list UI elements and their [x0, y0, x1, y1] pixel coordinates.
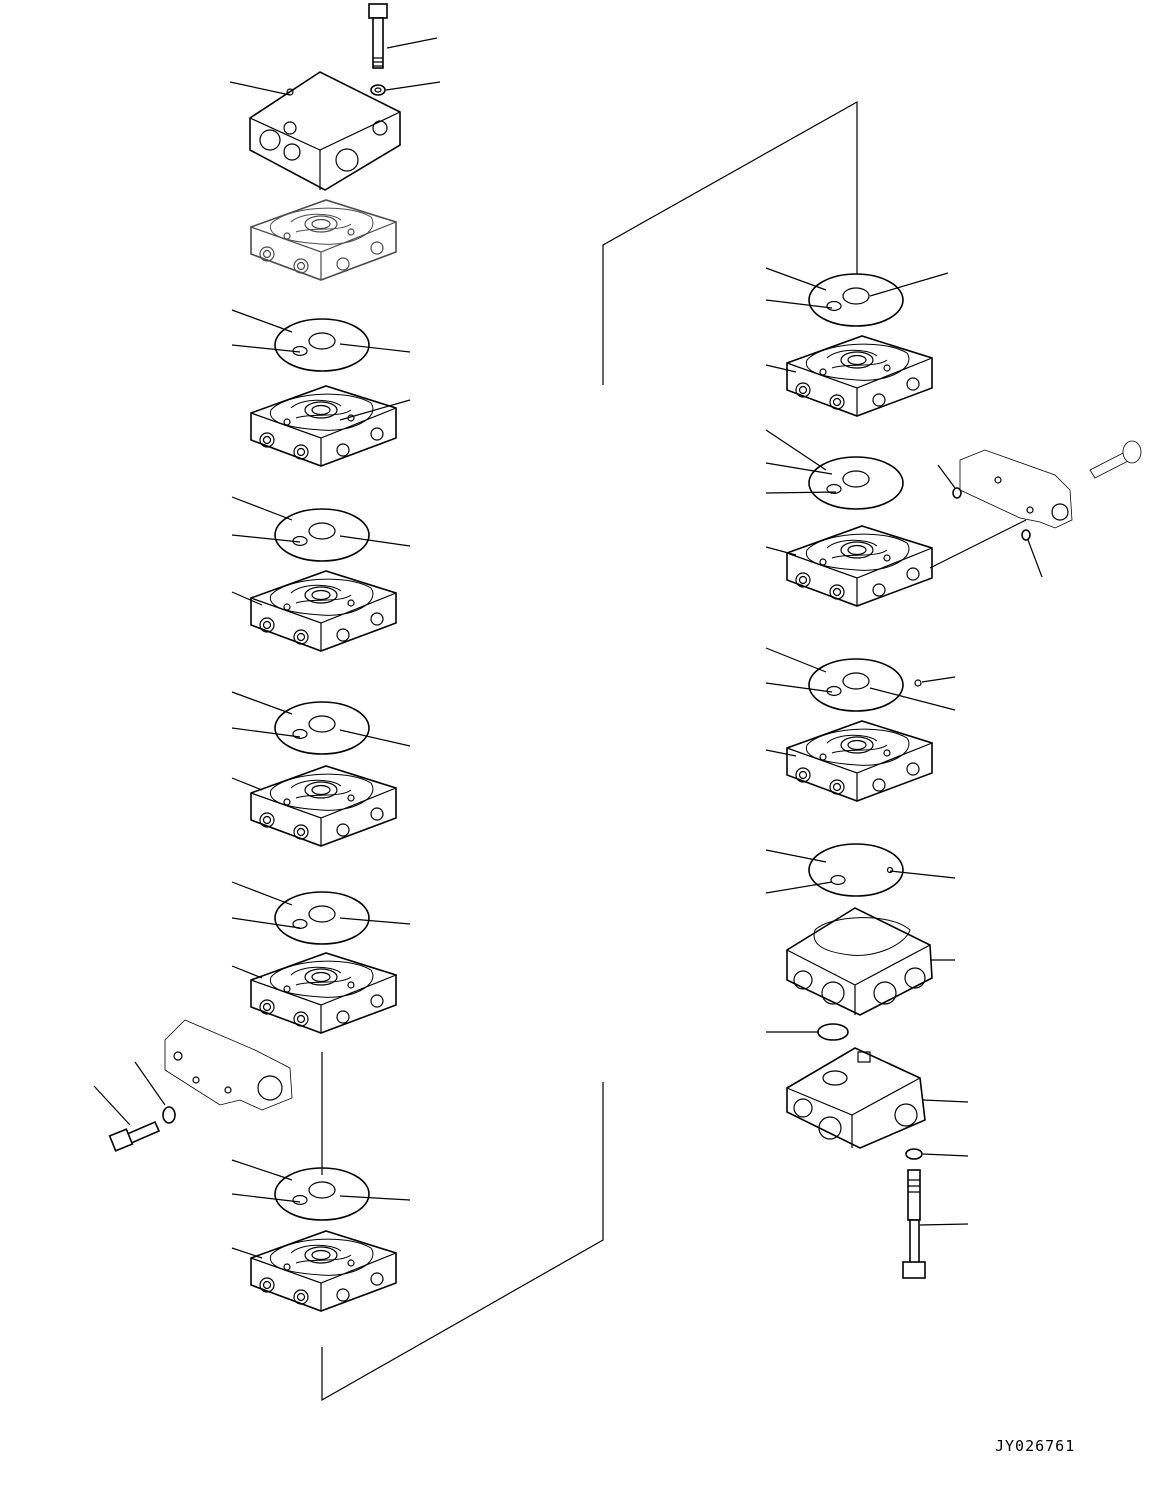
ghost-section — [250, 199, 397, 281]
relief-bolt-right — [1089, 440, 1142, 479]
gasket-left-4 — [274, 891, 370, 945]
bottom-washer — [905, 1148, 923, 1160]
drawing-id-label: JY026761 — [995, 1437, 1076, 1455]
gasket-right-4 — [808, 843, 904, 897]
gasket-left-1 — [274, 318, 370, 372]
relief-o-ring-b — [1021, 529, 1031, 541]
end-block — [786, 1047, 926, 1149]
top-bolt — [368, 3, 388, 69]
gasket-right-3 — [808, 658, 904, 712]
relief-bolt-left — [108, 1120, 161, 1152]
gasket-right-1 — [808, 273, 904, 327]
gasket-left-2 — [274, 508, 370, 562]
end-cover — [249, 71, 401, 191]
bottom-bolt — [902, 1169, 926, 1279]
valve-section-right-2 — [786, 525, 933, 607]
gasket-left-5 — [274, 1167, 370, 1221]
top-washer — [370, 84, 386, 96]
valve-section-right-3 — [786, 720, 933, 802]
connector-top — [602, 100, 858, 385]
valve-section-left-3 — [250, 765, 397, 847]
gasket-right-2 — [808, 456, 904, 510]
relief-washer-left — [162, 1106, 176, 1124]
valve-section-left-4 — [250, 952, 397, 1034]
gasket-left-3 — [274, 701, 370, 755]
valve-section-left-5 — [250, 1230, 397, 1312]
leaders-left — [93, 37, 441, 1259]
relief-o-ring-a — [952, 487, 962, 499]
o-ring-small — [817, 1023, 849, 1041]
leaders-right — [765, 267, 1043, 1226]
valve-section-left-2 — [250, 570, 397, 652]
valve-section-right-1 — [786, 335, 933, 417]
relief-valve-right — [959, 449, 1073, 529]
inlet-section — [786, 907, 933, 1016]
valve-section-left-1 — [250, 385, 397, 467]
connector-left — [321, 1052, 604, 1402]
relief-valve-left — [164, 1019, 293, 1111]
